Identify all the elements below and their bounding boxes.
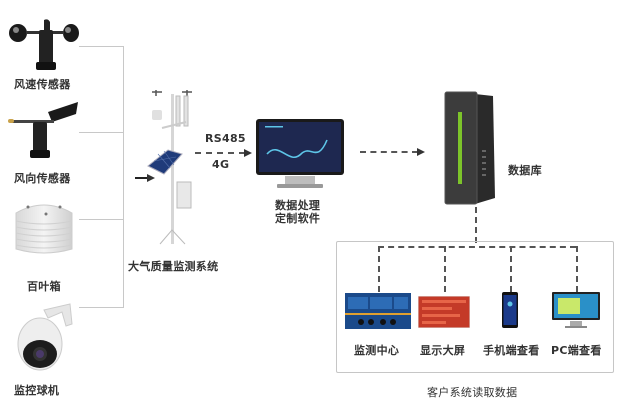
dashed-link (444, 246, 446, 292)
sensor-label: 百叶箱 (27, 280, 61, 293)
client-label: PC端查看 (551, 344, 602, 357)
client-label: 显示大屏 (420, 344, 466, 357)
dashed-link (360, 151, 418, 153)
connector-line (79, 132, 124, 133)
connector-line (79, 307, 124, 308)
software-label-line1: 数据处理 (275, 199, 321, 212)
client-systems-title: 客户系统读取数据 (427, 386, 518, 399)
pc-monitor-icon (552, 292, 600, 328)
dashed-link (475, 207, 477, 243)
monitoring-center-icon (345, 293, 411, 329)
led-display-icon (418, 296, 470, 328)
arrow-head-icon (417, 148, 425, 156)
dashed-link (378, 246, 380, 292)
dashed-link (576, 246, 578, 292)
network-label: 4G (212, 158, 230, 171)
anemometer-icon (9, 19, 79, 70)
database-label: 数据库 (508, 164, 542, 177)
louver-box-icon (15, 204, 73, 254)
client-systems-box (336, 241, 614, 373)
software-label-line2: 定制软件 (275, 212, 321, 225)
protocol-label: RS485 (205, 132, 246, 145)
software-monitor-icon (256, 119, 344, 188)
sensor-label: 风向传感器 (14, 172, 71, 185)
connector-line (79, 219, 124, 220)
client-label: 手机端查看 (483, 344, 540, 357)
dashed-branch (378, 246, 576, 248)
sensor-label: 监控球机 (14, 384, 60, 397)
wind-vane-icon (8, 102, 78, 158)
arrow-head-icon (244, 149, 252, 157)
input-arrow (135, 177, 149, 179)
dome-camera-icon (17, 303, 73, 371)
sensor-bus-line (123, 46, 124, 308)
weather-station-icon (147, 90, 192, 245)
dashed-link (510, 246, 512, 292)
connector-line (79, 46, 124, 47)
client-label: 监测中心 (354, 344, 400, 357)
dashed-link (195, 152, 245, 154)
arrow-head-icon (147, 174, 155, 182)
station-label: 大气质量监测系统 (128, 260, 219, 273)
database-server-icon (444, 91, 495, 205)
sensor-label: 风速传感器 (14, 78, 71, 91)
mobile-phone-icon (502, 292, 518, 328)
